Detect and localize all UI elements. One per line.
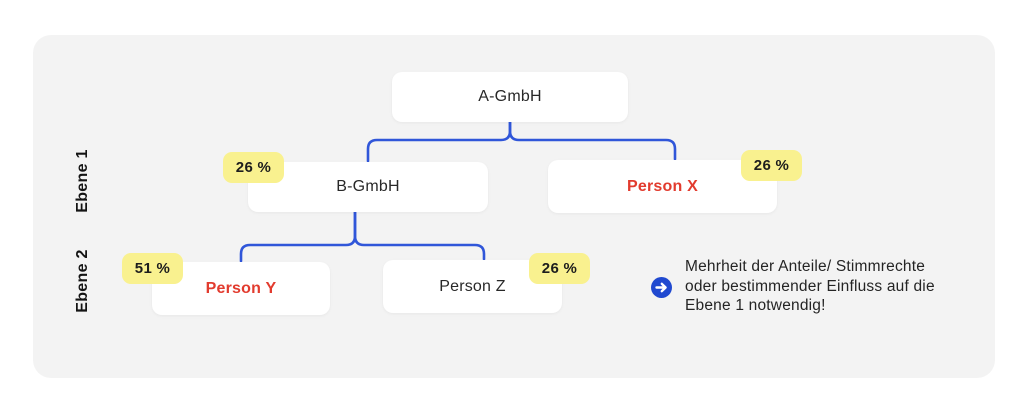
share-badge-person-y: 51 % [122, 253, 183, 284]
node-b-gmbh-label: B-GmbH [336, 178, 400, 195]
level-label-ebene-2: Ebene 2 [74, 249, 91, 313]
node-a-gmbh: A-GmbH [392, 72, 628, 122]
node-b-gmbh: B-GmbH [248, 162, 488, 212]
annotation-line-1: Mehrheit der Anteile/ Stimmrechte [685, 258, 926, 275]
node-person-x-label: Person X [627, 177, 698, 195]
share-badge-b-gmbh: 26 % [223, 152, 284, 183]
node-person-y-label: Person Y [205, 279, 277, 297]
share-badge-person-z: 26 % [529, 253, 590, 284]
level-label-ebene-1: Ebene 1 [74, 149, 91, 213]
arrow-right-circle-icon [651, 277, 672, 298]
annotation-line-2: oder bestimmender Einfluss auf die [685, 277, 935, 295]
share-badge-person-x: 26 % [741, 150, 802, 181]
node-person-x: Person X [548, 160, 777, 213]
annotation-note: Mehrheit der Anteile/ Stimmrechte oder b… [685, 257, 945, 316]
node-a-gmbh-label: A-GmbH [478, 88, 542, 105]
node-person-z-label: Person Z [439, 277, 506, 295]
annotation-line-3: Ebene 1 notwendig! [685, 297, 826, 314]
